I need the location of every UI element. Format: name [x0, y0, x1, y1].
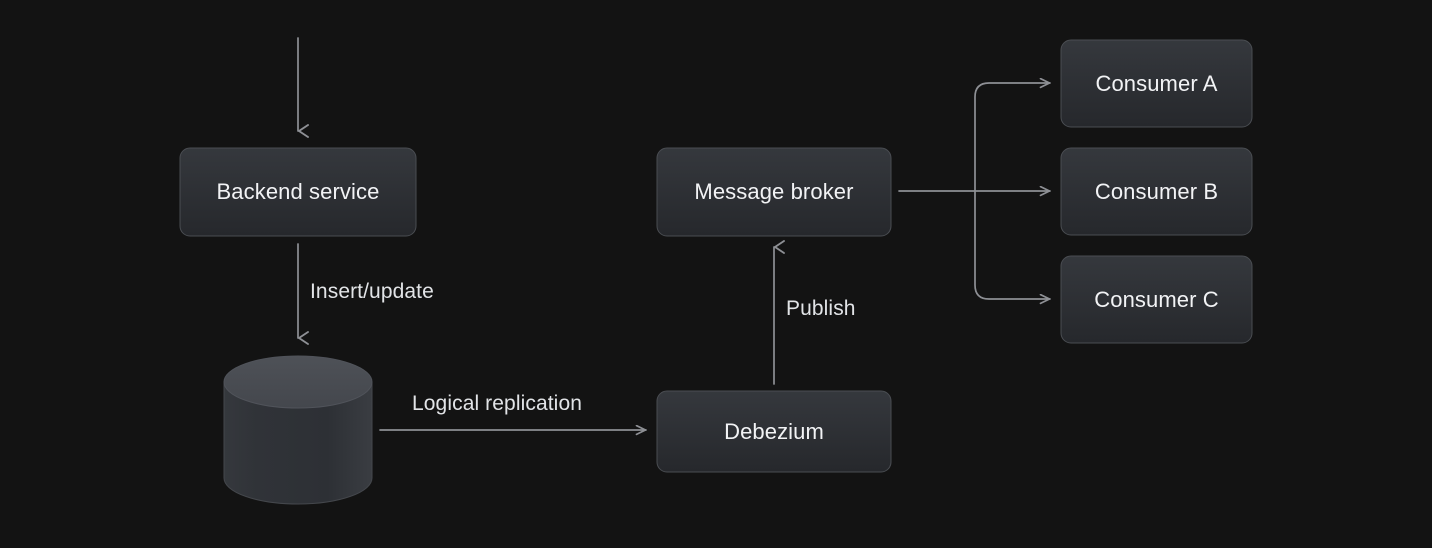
- node-message-broker[interactable]: [656, 147, 892, 237]
- node-consumer-a[interactable]: [1060, 39, 1253, 128]
- edge-label-insert-update: Insert/update: [310, 280, 434, 303]
- edge-label-logical-replication: Logical replication: [412, 392, 583, 415]
- edge-label-publish: Publish: [786, 297, 856, 320]
- node-backend-service[interactable]: [179, 147, 417, 237]
- node-consumer-b[interactable]: [1060, 147, 1253, 236]
- edge-fanout-c: [974, 190, 1051, 299]
- node-database[interactable]: [223, 355, 373, 505]
- node-debezium[interactable]: [656, 390, 892, 473]
- edge-fanout-a: [974, 83, 1051, 192]
- node-consumer-c[interactable]: [1060, 255, 1253, 344]
